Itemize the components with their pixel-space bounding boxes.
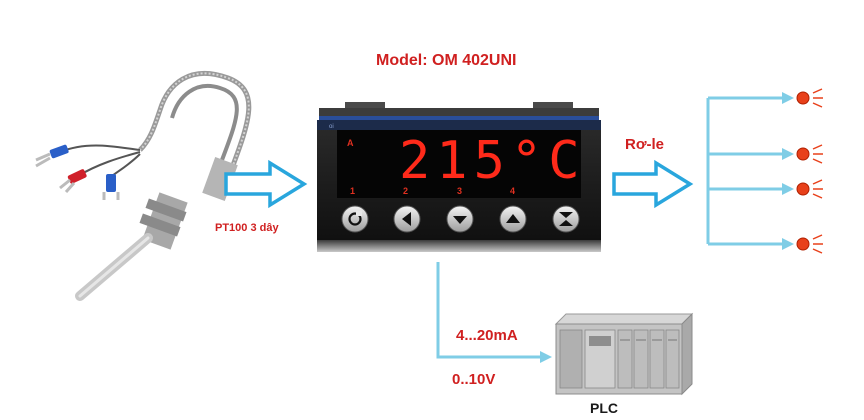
lamp-icon <box>796 144 823 164</box>
pt100-sensor-image <box>35 70 252 301</box>
channel-number: 2 <box>403 186 408 196</box>
sensor-label: PT100 3 dây <box>215 222 279 234</box>
lamp-icon <box>796 88 823 108</box>
relay-flow-arrow <box>612 159 694 209</box>
channel-number: 4 <box>510 186 515 196</box>
refresh-button[interactable] <box>341 205 369 233</box>
relay-label: Rơ-le <box>625 136 665 153</box>
down-arrow-icon <box>453 216 467 224</box>
up-button[interactable] <box>499 205 527 233</box>
model-title: Model: OM 402UNI <box>376 52 517 69</box>
input-flow-arrow <box>224 159 308 209</box>
enter-button[interactable] <box>552 205 580 233</box>
display-indicator-a: A <box>347 138 354 148</box>
current-output-label: 4...20mA <box>456 327 518 344</box>
panel-meter: oi A 215°C 1 2 3 4 <box>317 102 601 252</box>
down-button[interactable] <box>446 205 474 233</box>
lamp-icon <box>796 179 823 199</box>
plc-label: PLC <box>590 400 618 416</box>
svg-text:oi: oi <box>329 124 334 130</box>
relay-arrowheads <box>782 92 794 250</box>
left-arrow-icon <box>402 212 411 226</box>
analog-output-line <box>436 262 552 363</box>
display-value: 215°C <box>399 131 586 191</box>
channel-number: 1 <box>350 186 355 196</box>
relay-branch-lines <box>706 96 784 246</box>
left-button[interactable] <box>393 205 421 233</box>
channel-number: 3 <box>457 186 462 196</box>
enter-icon <box>559 212 573 226</box>
voltage-output-label: 0..10V <box>452 371 496 388</box>
plc-image <box>554 312 694 396</box>
refresh-icon <box>348 211 362 226</box>
lamp-icon <box>796 234 823 254</box>
up-arrow-icon <box>506 214 520 223</box>
